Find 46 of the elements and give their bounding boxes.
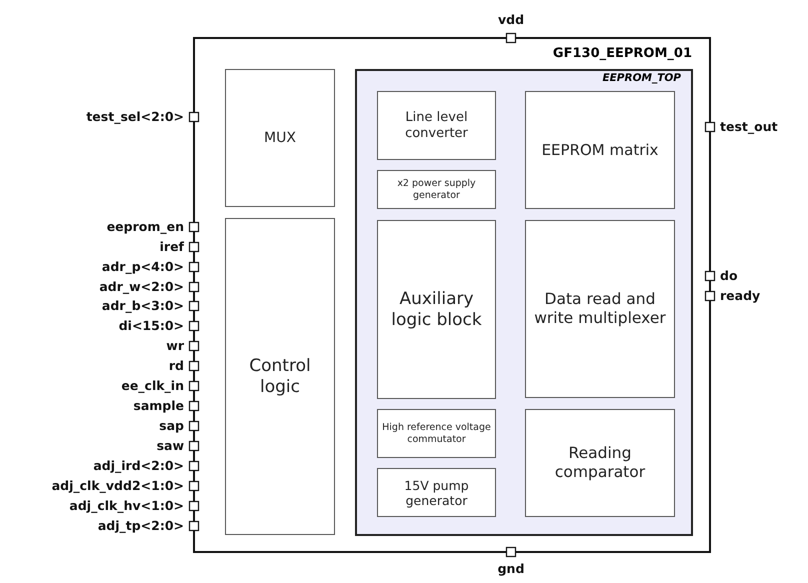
block-label: Line level converter bbox=[404, 110, 469, 142]
block-label: MUX bbox=[263, 130, 297, 146]
pin-name: ready bbox=[720, 289, 760, 303]
pin-name: saw bbox=[156, 439, 184, 453]
function-block bbox=[525, 91, 675, 209]
pin-name: adj_ird<2:0> bbox=[93, 459, 184, 473]
chip-block bbox=[193, 37, 711, 553]
chip-name: GF130_EEPROM_01 bbox=[552, 46, 692, 61]
pin-name: gnd bbox=[498, 562, 524, 576]
function-block bbox=[225, 218, 335, 535]
block-label: High reference voltage commutator bbox=[381, 422, 492, 445]
pin-name: test_sel<2:0> bbox=[86, 110, 184, 124]
pin-name: ee_clk_in bbox=[121, 379, 184, 393]
pin-name: sample bbox=[133, 399, 184, 413]
function-block bbox=[225, 69, 335, 207]
block-label: 15V pump generator bbox=[403, 478, 470, 508]
block-label: x2 power supply generator bbox=[396, 178, 477, 201]
function-block bbox=[525, 409, 675, 517]
module-block bbox=[355, 69, 693, 536]
pin-name: rd bbox=[168, 359, 184, 373]
block-label: Auxiliary logic block bbox=[390, 289, 483, 330]
pin-name: wr bbox=[166, 339, 184, 353]
pin-name: adj_tp<2:0> bbox=[98, 519, 184, 533]
pin-name: do bbox=[720, 269, 738, 283]
function-block bbox=[377, 409, 496, 458]
pin-name: adj_clk_hv<1:0> bbox=[69, 499, 184, 513]
block-label: Control logic bbox=[248, 356, 312, 397]
module-name: EEPROM_TOP bbox=[602, 72, 681, 84]
pin-name: di<15:0> bbox=[118, 319, 184, 333]
pin-name: adr_b<3:0> bbox=[102, 299, 184, 313]
block-label: EEPROM matrix bbox=[540, 141, 660, 159]
pin-name: adr_w<2:0> bbox=[99, 280, 184, 294]
function-block bbox=[377, 468, 496, 517]
pin-name: eeprom_en bbox=[106, 220, 184, 234]
pin-name: vdd bbox=[498, 13, 524, 27]
function-block bbox=[525, 220, 675, 398]
pin-name: adr_p<4:0> bbox=[102, 260, 184, 274]
pin-name: iref bbox=[160, 240, 184, 254]
function-block bbox=[377, 91, 496, 160]
pin-name: sap bbox=[159, 419, 184, 433]
block-label: Reading comparator bbox=[554, 444, 646, 482]
function-block bbox=[377, 220, 496, 399]
block-label: Data read and write multiplexer bbox=[533, 290, 667, 328]
pin-name: test_out bbox=[720, 120, 778, 134]
function-block bbox=[377, 170, 496, 209]
pin-name: adj_clk_vdd2<1:0> bbox=[52, 479, 184, 493]
